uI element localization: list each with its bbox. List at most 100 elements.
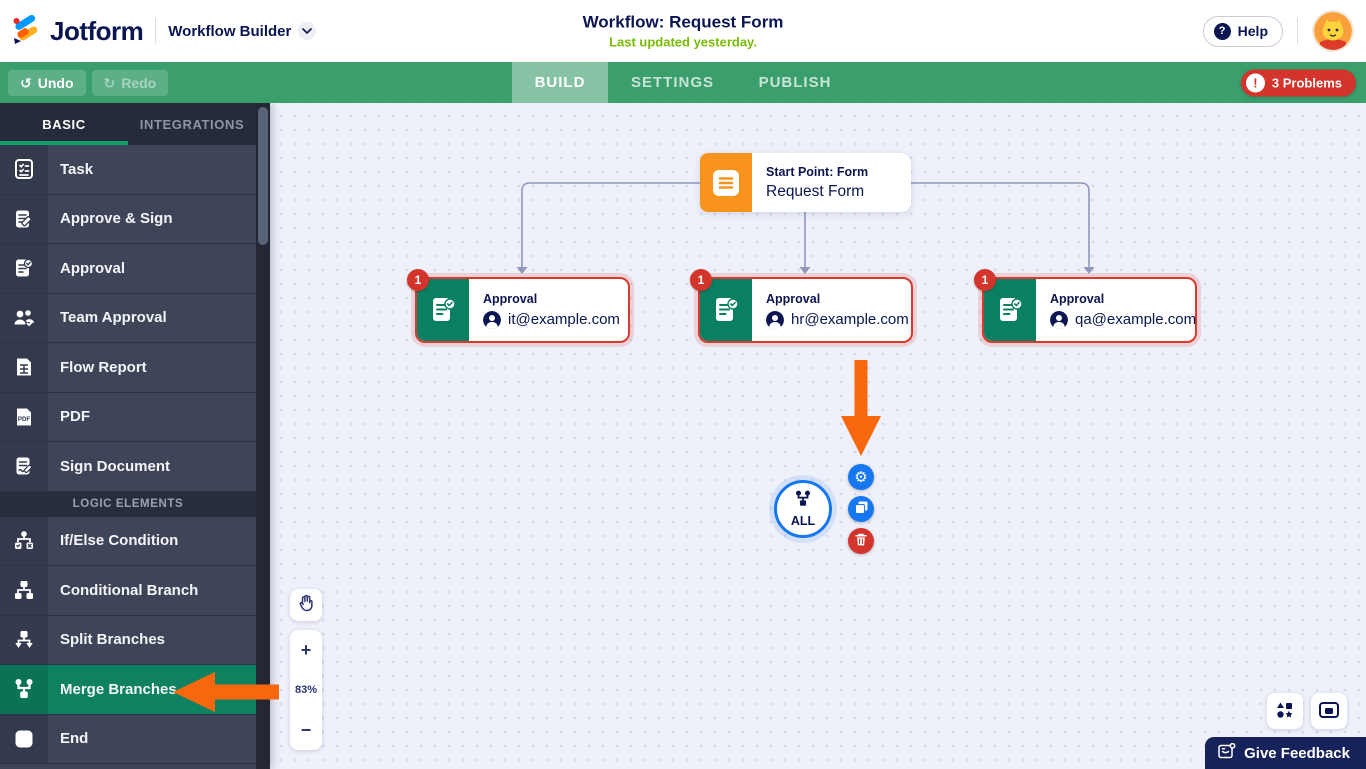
redo-button[interactable]: ↻ Redo [91,69,169,96]
undo-button[interactable]: ↺ Undo [8,69,86,96]
undo-label: Undo [37,74,74,91]
person-icon [766,310,784,329]
sidebar-item-label: Team Approval [60,309,167,327]
elements-sidebar: BASIC INTEGRATIONS Task Approve & Sign [0,103,270,769]
jotform-logo[interactable]: Jotform [12,13,144,50]
chevron-down-icon [298,22,317,40]
problems-badge[interactable]: ! 3 Problems [1240,69,1356,96]
person-icon [1050,310,1068,329]
elements-shortcut-button[interactable] [1267,693,1303,729]
approval-node-title: Approval [766,291,821,306]
sidebar-item-end[interactable]: End [0,714,256,764]
pdf-icon: PDF [0,392,48,441]
problems-label: 3 Problems [1271,75,1342,90]
error-count-badge: 1 [407,269,429,291]
app-header: Jotform Workflow Builder Workflow: Reque… [0,0,1366,62]
zoom-out-button[interactable]: − [290,714,322,746]
zoom-level: 83% [294,684,318,696]
jotform-logo-icon [12,13,42,50]
error-count-badge: 1 [974,269,996,291]
start-node[interactable]: Start Point: Form Request Form [700,153,911,212]
sidebar-item-label: PDF [60,408,90,426]
approval-icon [417,279,469,341]
zoom-controls: + 83% − [290,630,322,750]
sidebar-item-team-approval[interactable]: Team Approval [0,293,256,343]
sidebar-item-if-else[interactable]: If/Else Condition [0,516,256,566]
help-button[interactable]: ? Help [1202,15,1283,47]
sidebar-item-label: Merge Branches [60,680,177,698]
flow-report-icon [0,343,48,392]
approval-icon [984,279,1036,341]
approval-node-title: Approval [483,291,538,306]
minimap-toggle-button[interactable] [1311,693,1347,729]
sidebar-item-label: Flow Report [60,358,147,376]
task-list-icon [0,145,48,194]
node-duplicate-button[interactable] [848,496,874,522]
product-name: Workflow Builder [168,22,292,40]
tab-settings[interactable]: SETTINGS [630,74,714,91]
gear-icon: ⚙ [854,467,868,486]
minimap-icon [1319,701,1339,721]
start-node-name: Request Form [766,182,865,200]
sidebar-item-label: Approval [60,259,126,277]
conditional-branch-icon [0,566,48,615]
exclamation-icon: ! [1245,73,1265,92]
sidebar-item-label: Approve & Sign [60,210,173,228]
sidebar-scrollbar[interactable] [256,103,270,769]
help-label: Help [1237,23,1268,39]
start-node-type: Start Point: Form [766,164,869,179]
redo-label: Redo [121,74,157,91]
feedback-label: Give Feedback [1244,744,1350,762]
approval-node-hr[interactable]: 1 Approval hr@example.com [690,269,913,343]
question-icon: ? [1213,22,1231,40]
approve-sign-icon [0,194,48,243]
approval-node-it[interactable]: 1 Approval it@example.com [407,269,630,343]
sidebar-item-task[interactable]: Task [0,145,256,195]
workflow-toolbar: ↺ Undo ↻ Redo BUILD SETTINGS PUBLISH ! 3… [0,62,1366,103]
sidebar-tab-integrations[interactable]: INTEGRATIONS [139,116,245,132]
tab-publish[interactable]: PUBLISH [758,74,832,91]
assignee-email: qa@example.com [1075,311,1197,328]
header-divider [155,18,157,44]
end-icon [0,714,48,763]
pan-tool-button[interactable] [290,589,322,621]
sidebar-item-approve-sign[interactable]: Approve & Sign [0,194,256,244]
product-switcher[interactable]: Workflow Builder [168,22,317,40]
sidebar-item-merge-branches[interactable]: Merge Branches [0,665,256,715]
sidebar-item-label: Sign Document [60,457,171,475]
merge-branches-icon [792,490,814,513]
sidebar-item-approval[interactable]: Approval [0,244,256,294]
sidebar-item-split-branches[interactable]: Split Branches [0,615,256,665]
sidebar-item-conditional-branch[interactable]: Conditional Branch [0,566,256,616]
give-feedback-button[interactable]: Give Feedback [1205,737,1366,769]
node-delete-button[interactable] [848,528,874,554]
merge-branches-node[interactable]: ALL [774,480,832,538]
approval-node-title: Approval [1050,291,1105,306]
sidebar-tab-basic[interactable]: BASIC [0,103,128,145]
sign-document-icon [0,442,48,491]
header-divider [1297,18,1298,44]
approval-node-qa[interactable]: 1 Approval qa@example.com [974,269,1197,343]
avatar[interactable] [1312,10,1354,52]
svg-text:PDF: PDF [18,416,31,423]
assignee-email: hr@example.com [791,311,909,328]
tab-build[interactable]: BUILD [512,62,608,103]
if-else-icon [0,516,48,565]
sidebar-item-pdf[interactable]: PDF PDF [0,392,256,442]
page-title: Workflow: Request Form [582,12,784,32]
node-settings-button[interactable]: ⚙ [848,464,874,490]
assignee-email: it@example.com [508,311,620,328]
zoom-in-button[interactable]: + [290,634,322,666]
merge-branches-icon [0,665,48,714]
sidebar-item-flow-report[interactable]: Flow Report [0,343,256,393]
approval-icon [0,244,48,293]
feedback-icon [1218,742,1236,764]
form-icon [700,153,752,212]
workflow-canvas[interactable]: Start Point: Form Request Form 1 Approva… [270,103,1366,769]
sidebar-scrollbar-thumb[interactable] [258,107,268,245]
hand-icon [297,594,315,617]
sidebar-item-label: End [60,730,89,748]
undo-icon: ↺ [20,74,32,91]
sidebar-item-label: Task [60,160,94,178]
sidebar-item-sign-document[interactable]: Sign Document [0,442,256,492]
